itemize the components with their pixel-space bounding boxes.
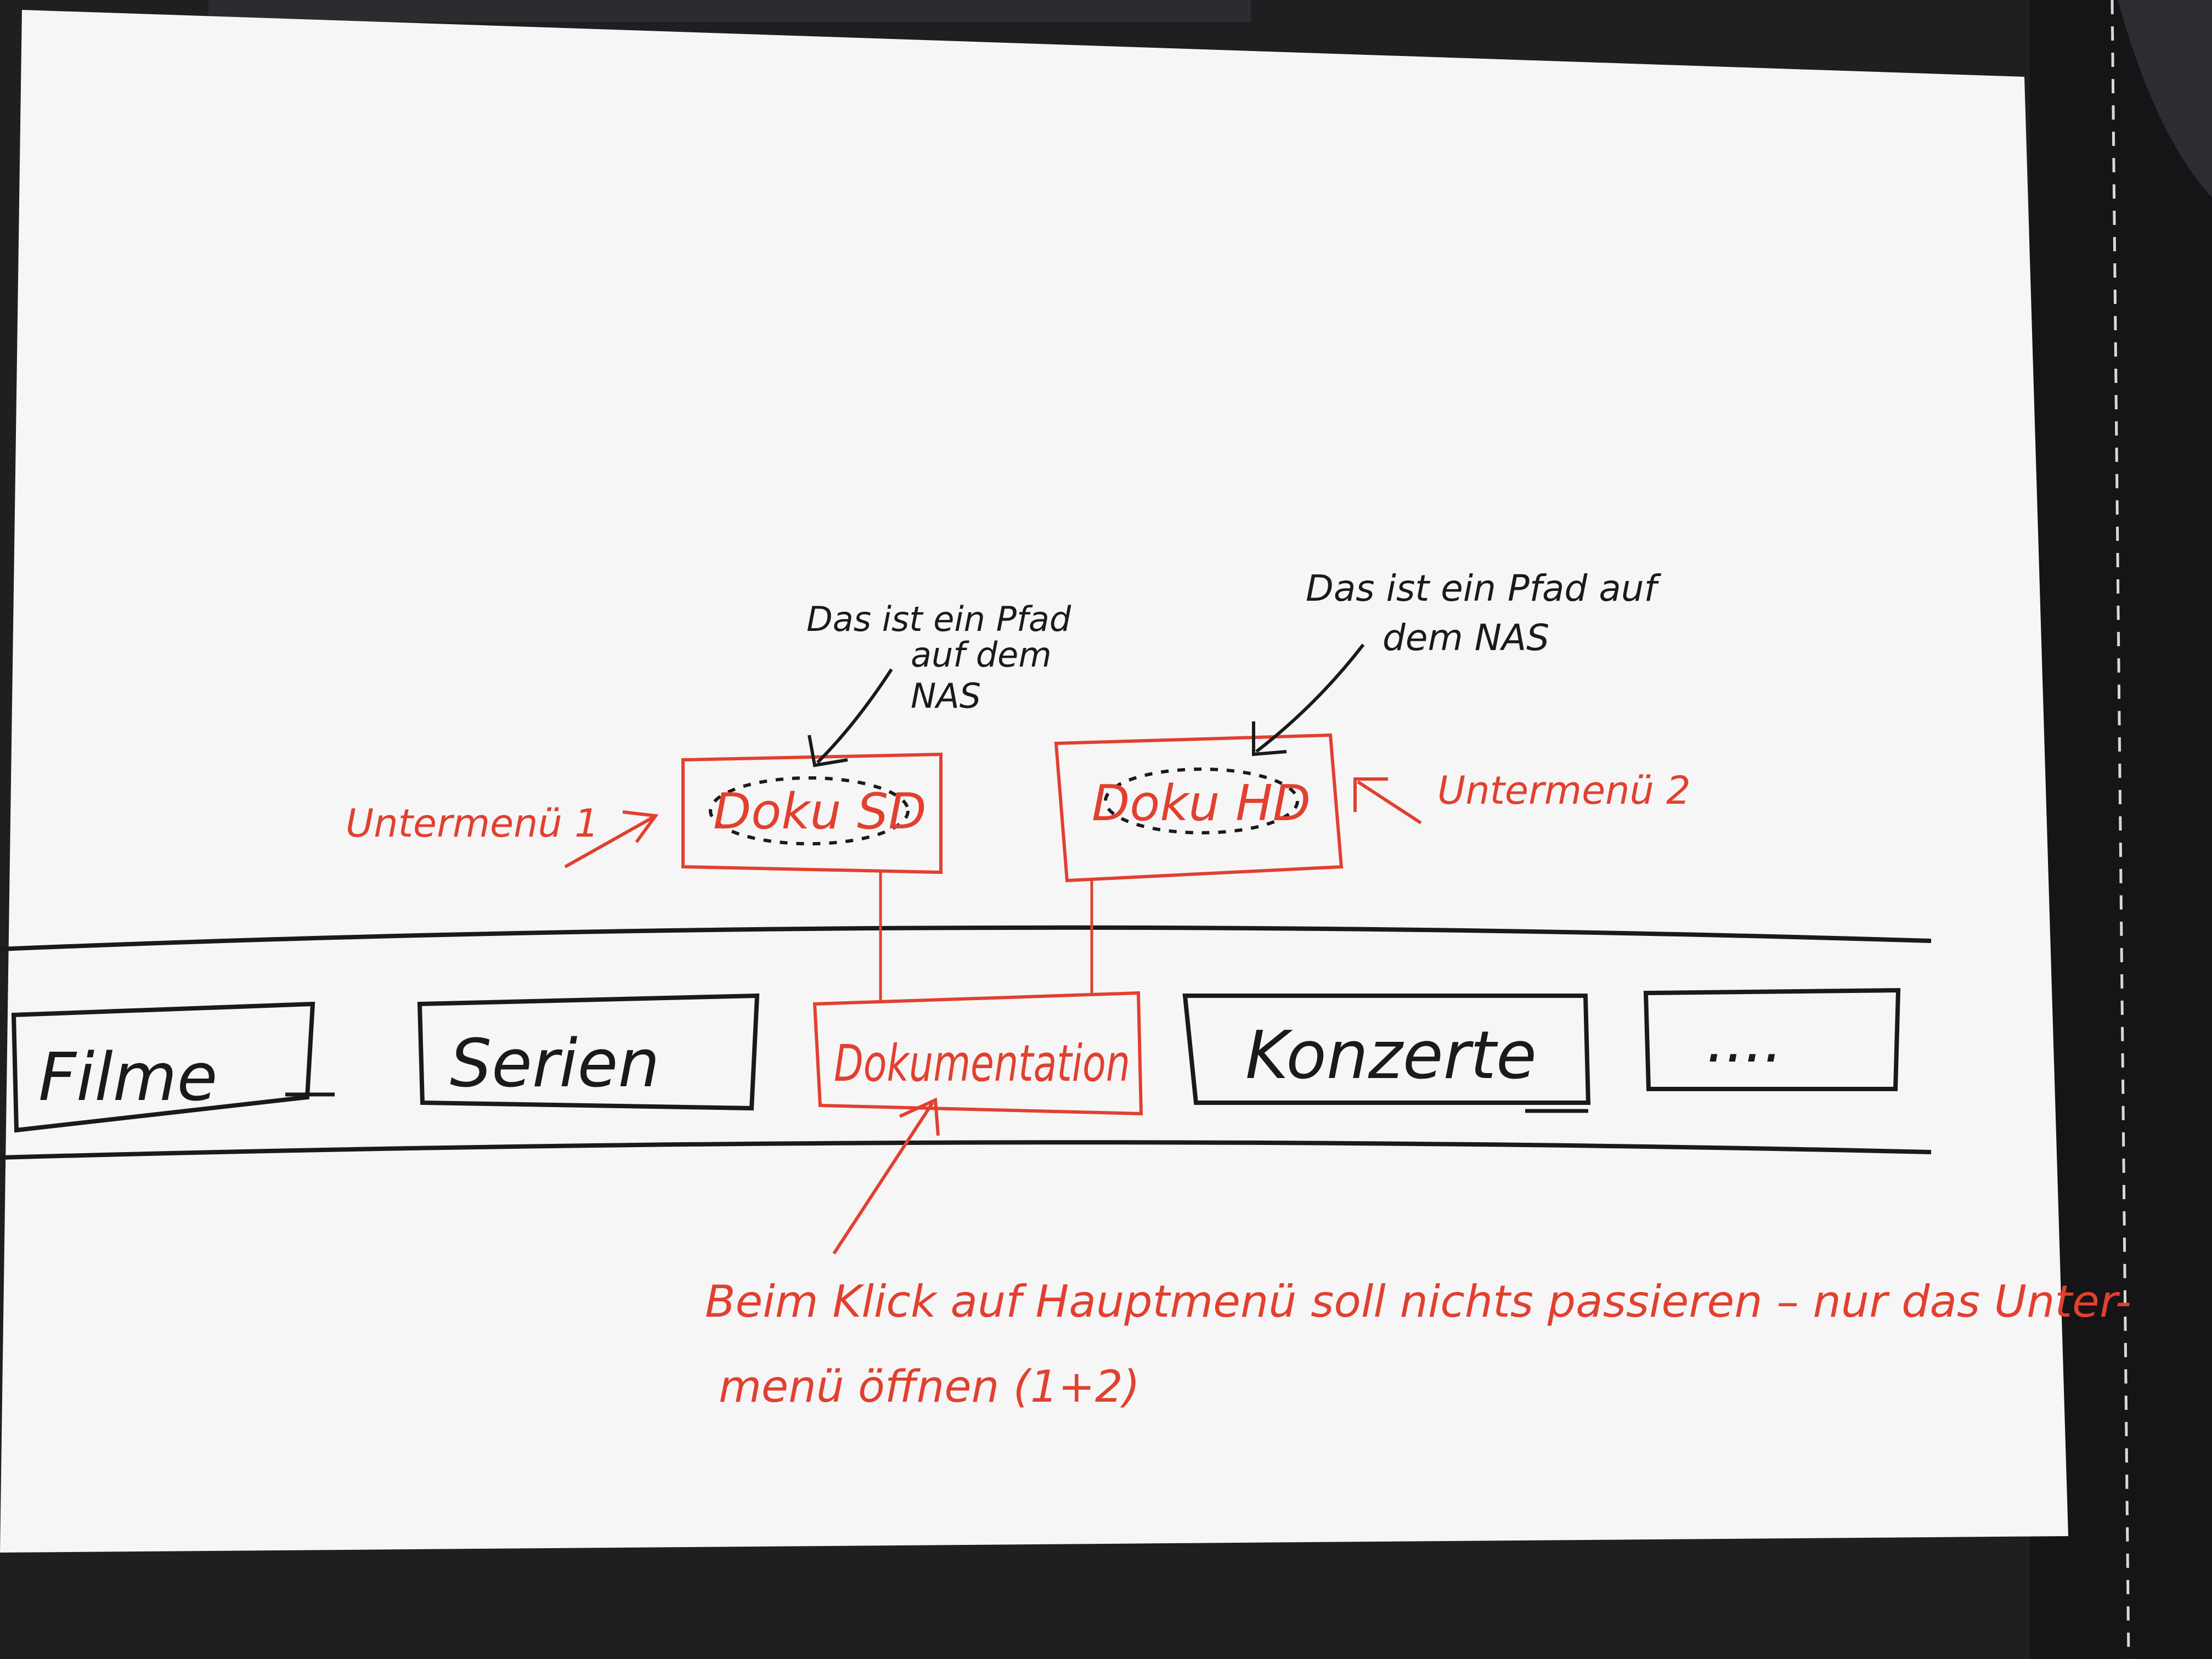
nas-note-sd-arrow [808,668,893,768]
nas-note-hd-line-2: dem NAS [1383,617,1549,659]
menu-item-serien[interactable]: Serien [417,993,760,1111]
path-outline-sd [709,776,910,845]
paper-sheet [0,10,2068,1553]
menu-bar-bottom-line [0,1140,1932,1160]
keyboard-edge [208,0,1251,22]
nas-note-hd-arrow [1252,644,1365,757]
nas-note-sd-line-3: NAS [911,676,981,716]
menu-item-more[interactable]: .... [1643,988,1901,1091]
menu-item-dokumentation[interactable]: Dokumentation [812,991,1143,1116]
nas-note-sd: Das ist ein Pfad auf dem NAS [806,599,1071,768]
submenu-1-tag: Untermenü 1 [346,801,599,846]
footer-note-line-1: Beim Klick auf Hauptmenü soll nichts pas… [705,1276,2131,1327]
submenu-2-tag: Untermenü 2 [1437,768,1691,813]
leather-corner [2118,0,2212,198]
submenu-sd-label: Doku SD [713,783,927,840]
submenu-1-arrow [564,810,659,868]
menu-item-serien-label: Serien [450,1026,660,1102]
nas-note-sd-line-2: auf dem [911,635,1052,675]
submenu-2-arrow [1353,777,1422,825]
submenu-hd-label: Doku HD [1092,775,1311,832]
leather-stitching [2111,0,2130,1659]
nas-note-hd: Das ist ein Pfad auf dem NAS [1252,567,1662,757]
footer-note-line-2: menü öffnen (1+2) [719,1361,1140,1412]
nas-note-sd-line-1: Das ist ein Pfad [806,599,1071,639]
submenu-doku-sd[interactable]: Doku SD [681,752,943,874]
path-outline-hd [1104,768,1299,834]
menu-item-more-label: .... [1706,1006,1783,1076]
submenu-doku-hd[interactable]: Doku HD [1054,733,1344,883]
menu-item-konzerte-label: Konzerte [1245,1018,1537,1094]
menu-item-filme[interactable]: Filme [11,1001,335,1133]
menu-item-dokumentation-label: Dokumentation [834,1034,1130,1093]
menu-item-filme-label: Filme [38,1040,217,1116]
footer-note-arrow [832,1097,940,1255]
menu-item-konzerte[interactable]: Konzerte [1182,994,1591,1113]
nas-note-hd-line-1: Das ist ein Pfad auf [1306,567,1662,610]
menu-bar-top-line [0,925,1932,951]
